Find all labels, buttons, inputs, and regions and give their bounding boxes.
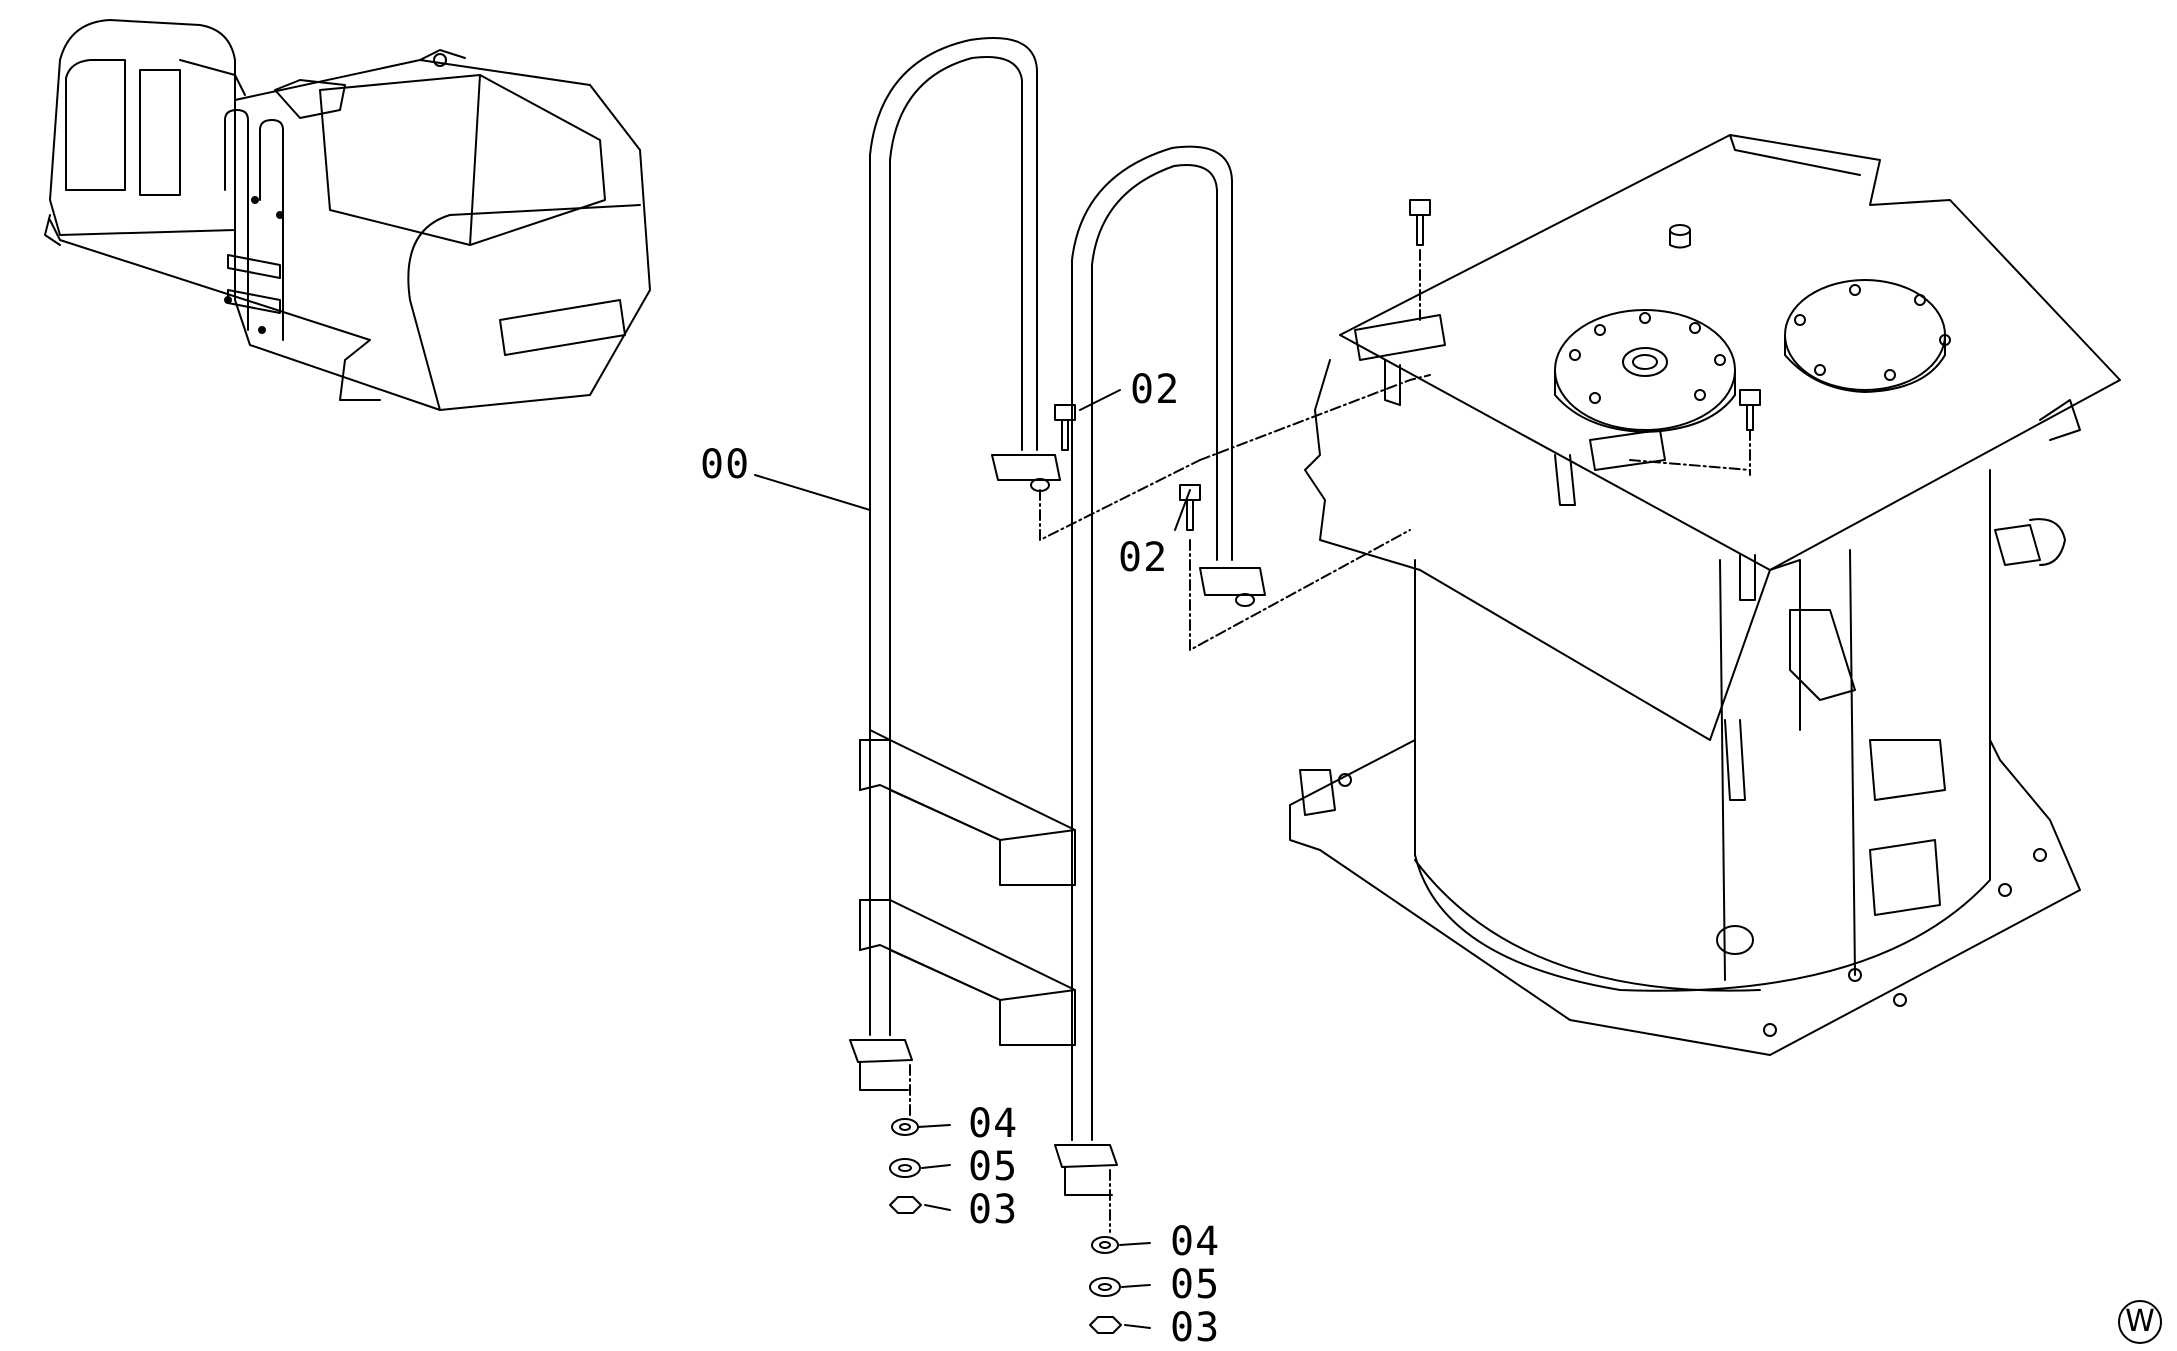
callout-02-lower: 02 <box>1118 535 1169 581</box>
leader-lines <box>754 389 1191 1329</box>
tank-assembly <box>1289 134 2121 1056</box>
callout-05-left: 05 <box>968 1144 1019 1190</box>
ladder-assembly <box>849 37 1431 1334</box>
corner-mark-w: W <box>2118 1300 2162 1344</box>
excavator-overview <box>44 19 651 411</box>
callout-02-upper: 02 <box>1130 367 1181 413</box>
callout-04-right: 04 <box>1170 1219 1221 1265</box>
callout-00: 00 <box>700 442 751 488</box>
callout-03-left: 03 <box>968 1187 1019 1233</box>
callout-03-right: 03 <box>1170 1305 1221 1351</box>
callout-05-right: 05 <box>1170 1262 1221 1308</box>
callout-04-left: 04 <box>968 1101 1019 1147</box>
